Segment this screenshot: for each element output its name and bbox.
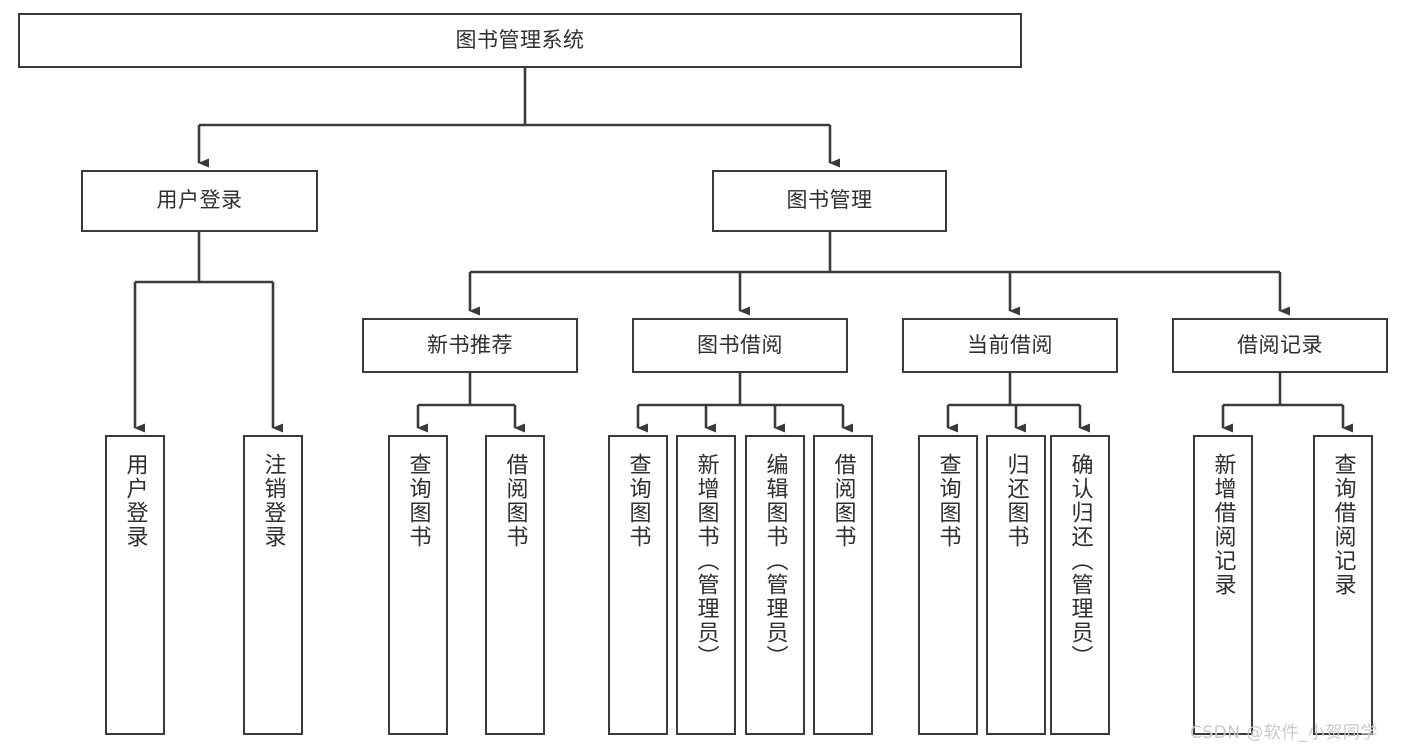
node-label: 用户登录 bbox=[122, 453, 148, 549]
node-label: 借阅图书 bbox=[830, 453, 856, 549]
node-leaf-return-book[interactable]: 归还图书 bbox=[986, 435, 1046, 735]
node-current-borrow[interactable]: 当前借阅 bbox=[902, 318, 1118, 373]
node-label: 图书管理系统 bbox=[455, 27, 585, 52]
node-label: 归还图书 bbox=[1003, 453, 1029, 549]
node-label: 注销登录 bbox=[260, 453, 286, 549]
node-label: 查询图书 bbox=[405, 453, 431, 549]
node-new-book-recommend[interactable]: 新书推荐 bbox=[362, 318, 578, 373]
node-label: 查询图书 bbox=[625, 453, 651, 549]
node-label: 新书推荐 bbox=[427, 332, 513, 357]
node-book-manage[interactable]: 图书管理 bbox=[712, 170, 947, 232]
node-label: 当前借阅 bbox=[967, 332, 1053, 357]
node-root-system[interactable]: 图书管理系统 bbox=[18, 13, 1022, 68]
node-label: 查询借阅记录 bbox=[1330, 453, 1356, 597]
node-label: 借阅图书 bbox=[502, 453, 528, 549]
node-leaf-query-book-current[interactable]: 查询图书 bbox=[918, 435, 978, 735]
node-label: 新增图书（管理员） bbox=[693, 453, 719, 669]
node-label: 查询图书 bbox=[935, 453, 961, 549]
watermark-csdn: CSDN @软件_小贺同学 bbox=[1190, 723, 1378, 743]
node-borrow-record[interactable]: 借阅记录 bbox=[1172, 318, 1388, 373]
node-leaf-borrow-book-rec[interactable]: 借阅图书 bbox=[485, 435, 545, 735]
node-label: 图书借阅 bbox=[697, 332, 783, 357]
node-label: 用户登录 bbox=[156, 188, 243, 213]
node-leaf-confirm-return-admin[interactable]: 确认归还（管理员） bbox=[1050, 435, 1110, 735]
node-label: 确认归还（管理员） bbox=[1067, 453, 1093, 669]
node-leaf-query-borrow-record[interactable]: 查询借阅记录 bbox=[1313, 435, 1373, 735]
node-label: 图书管理 bbox=[786, 188, 873, 213]
node-user-login[interactable]: 用户登录 bbox=[81, 170, 318, 232]
node-leaf-add-book-admin[interactable]: 新增图书（管理员） bbox=[676, 435, 736, 735]
node-label: 编辑图书（管理员） bbox=[762, 453, 788, 669]
node-leaf-query-book-borrow[interactable]: 查询图书 bbox=[608, 435, 668, 735]
node-leaf-borrow-book[interactable]: 借阅图书 bbox=[813, 435, 873, 735]
node-leaf-add-borrow-record[interactable]: 新增借阅记录 bbox=[1193, 435, 1253, 735]
node-label: 新增借阅记录 bbox=[1210, 453, 1236, 597]
node-book-borrow[interactable]: 图书借阅 bbox=[632, 318, 848, 373]
node-leaf-user-login[interactable]: 用户登录 bbox=[105, 435, 165, 735]
node-leaf-edit-book-admin[interactable]: 编辑图书（管理员） bbox=[745, 435, 805, 735]
node-leaf-logout-login[interactable]: 注销登录 bbox=[243, 435, 303, 735]
node-leaf-query-book-rec[interactable]: 查询图书 bbox=[388, 435, 448, 735]
node-label: 借阅记录 bbox=[1237, 332, 1323, 357]
